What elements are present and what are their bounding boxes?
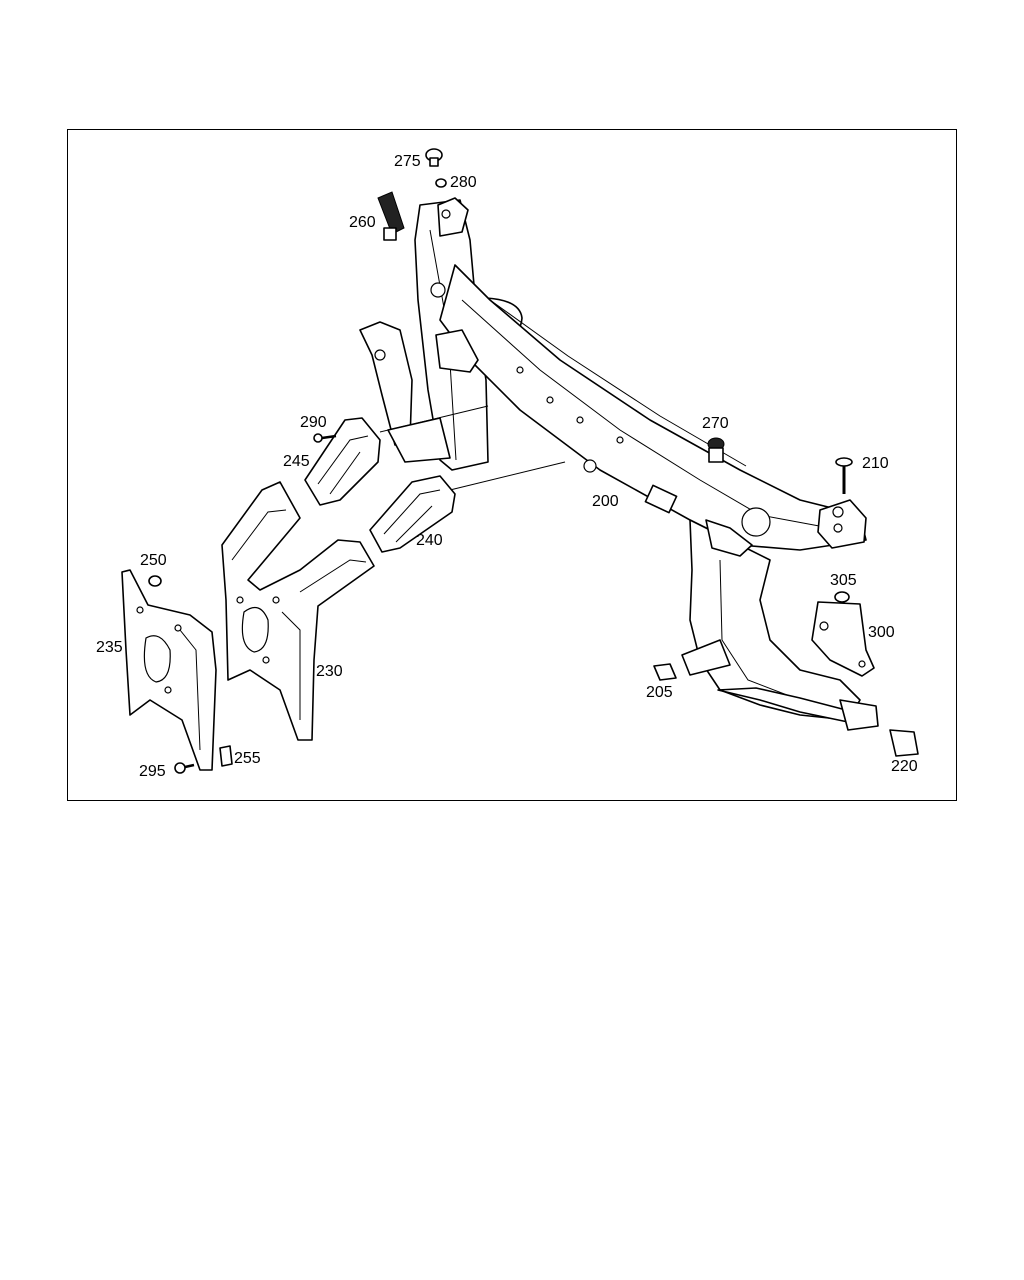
part-300-cover-plate (811, 601, 875, 677)
part-235-reinforcement-plate (121, 569, 217, 771)
callout-295: 295 (139, 763, 166, 780)
callout-220: 220 (891, 758, 918, 775)
part-240-bracket (369, 475, 456, 553)
part-255-clip (219, 745, 233, 767)
diagram-frame (67, 129, 957, 801)
callout-210: 210 (862, 455, 889, 472)
callout-270: 270 (702, 415, 729, 432)
part-280-nut (435, 178, 447, 188)
part-200-front-crossmember (359, 197, 879, 731)
callout-250: 250 (140, 552, 167, 569)
part-230-side-panel (221, 481, 375, 741)
callout-230: 230 (316, 663, 343, 680)
part-270-rubber-mount (707, 437, 725, 463)
callout-280: 280 (450, 174, 477, 191)
callout-260: 260 (349, 214, 376, 231)
part-245-bracket (304, 417, 381, 506)
callout-235: 235 (96, 639, 123, 656)
part-305-nut (834, 591, 850, 603)
callout-205: 205 (646, 684, 673, 701)
callout-305: 305 (830, 572, 857, 589)
callout-290: 290 (300, 414, 327, 431)
callout-275: 275 (394, 153, 421, 170)
callout-245: 245 (283, 453, 310, 470)
part-295-bolt (174, 762, 195, 774)
callout-300: 300 (868, 624, 895, 641)
callout-240: 240 (416, 532, 443, 549)
part-210-bolt (835, 457, 853, 494)
part-220-clip (889, 729, 919, 757)
part-260-bolt (377, 191, 405, 241)
part-250-nut (148, 575, 162, 587)
part-275-cap (425, 148, 443, 167)
callout-255: 255 (234, 750, 261, 767)
callout-200: 200 (592, 493, 619, 510)
part-290-bolt (313, 433, 337, 443)
part-205-clip (653, 663, 677, 681)
